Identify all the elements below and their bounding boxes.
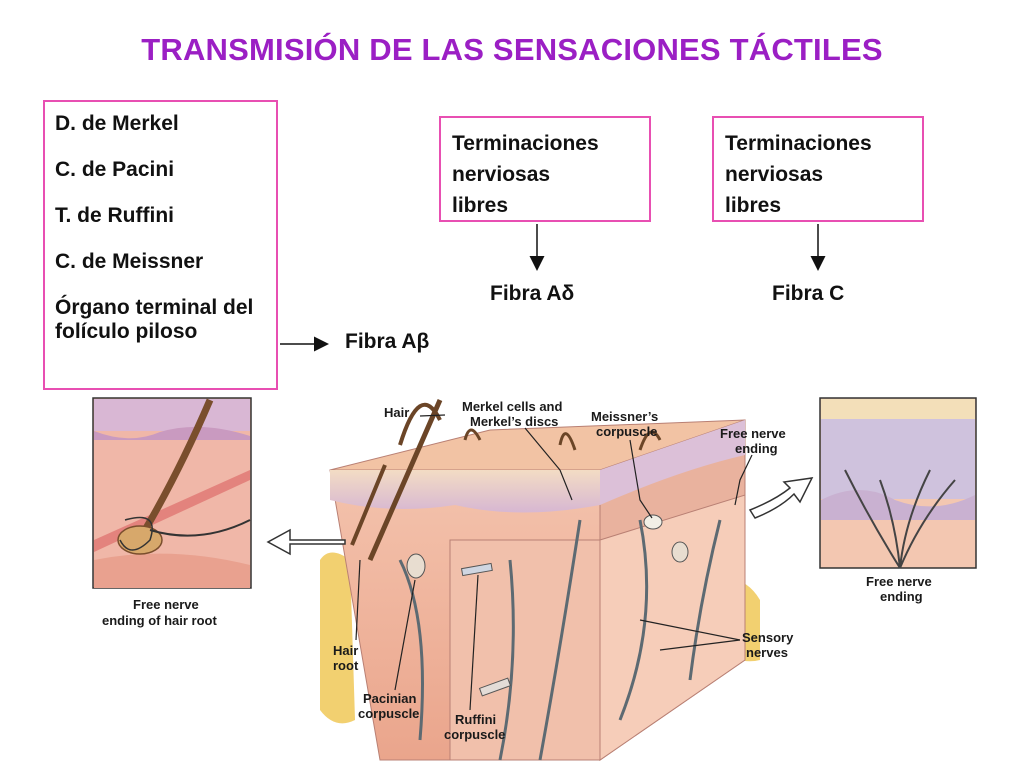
receptor-hair-follicle: Órgano terminal del folículo piloso bbox=[55, 296, 254, 343]
box-right-line-1: Terminaciones bbox=[725, 132, 872, 155]
receptor-merkel: D. de Merkel bbox=[55, 112, 179, 135]
free-nerve-ending-inset bbox=[819, 397, 977, 569]
label-hair-root-2: root bbox=[333, 658, 359, 673]
fiber-a-delta: Fibra Aδ bbox=[490, 282, 575, 305]
label-sensory-2: nerves bbox=[746, 645, 788, 660]
box-middle-line-3: libres bbox=[452, 194, 509, 217]
label-pacinian-2: corpuscle bbox=[358, 706, 419, 721]
hair-follicle-inset bbox=[92, 397, 252, 589]
receptors-box: D. de Merkel C. de Pacini T. de Ruffini … bbox=[43, 100, 278, 390]
label-hair: Hair bbox=[384, 405, 409, 420]
fiber-a-beta: Fibra Aβ bbox=[345, 330, 430, 353]
label-ruffini-2: corpuscle bbox=[444, 727, 505, 742]
label-merkel-2: Merkel’s discs bbox=[470, 414, 558, 429]
page-title: TRANSMISIÓN DE LAS SENSACIONES TÁCTILES bbox=[141, 32, 883, 67]
fiber-c: Fibra C bbox=[772, 282, 845, 305]
label-hair-root-free-2: ending of hair root bbox=[102, 613, 217, 628]
receptor-meissner: C. de Meissner bbox=[55, 250, 204, 273]
label-meissner-2: corpuscle bbox=[596, 424, 657, 439]
receptor-ruffini: T. de Ruffini bbox=[55, 204, 174, 227]
label-hair-root-1: Hair bbox=[333, 643, 358, 658]
box-right-line-2: nerviosas bbox=[725, 163, 824, 186]
receptor-pacini: C. de Pacini bbox=[55, 158, 175, 181]
label-pacinian-1: Pacinian bbox=[363, 691, 417, 706]
label-hair-root-free-1: Free nerve bbox=[133, 597, 199, 612]
label-free-right-1: Free nerve bbox=[866, 574, 932, 589]
label-free-top-1: Free nerve bbox=[720, 426, 786, 441]
callout-arrow-left bbox=[266, 528, 346, 556]
label-free-top-2: ending bbox=[735, 441, 778, 456]
label-ruffini-1: Ruffini bbox=[455, 712, 496, 727]
free-nerve-endings-box-middle: Terminaciones nerviosas libres bbox=[439, 116, 651, 222]
label-free-right-2: ending bbox=[880, 589, 923, 604]
label-sensory-1: Sensory bbox=[742, 630, 794, 645]
free-nerve-endings-box-right: Terminaciones nerviosas libres bbox=[712, 116, 924, 222]
skin-block bbox=[320, 398, 760, 761]
box-middle-line-1: Terminaciones bbox=[452, 132, 599, 155]
box-middle-line-2: nerviosas bbox=[452, 163, 551, 186]
box-right-line-3: libres bbox=[725, 194, 782, 217]
label-merkel-1: Merkel cells and bbox=[462, 399, 562, 414]
label-meissner-1: Meissner’s bbox=[591, 409, 658, 424]
callout-arrow-right bbox=[748, 477, 814, 519]
